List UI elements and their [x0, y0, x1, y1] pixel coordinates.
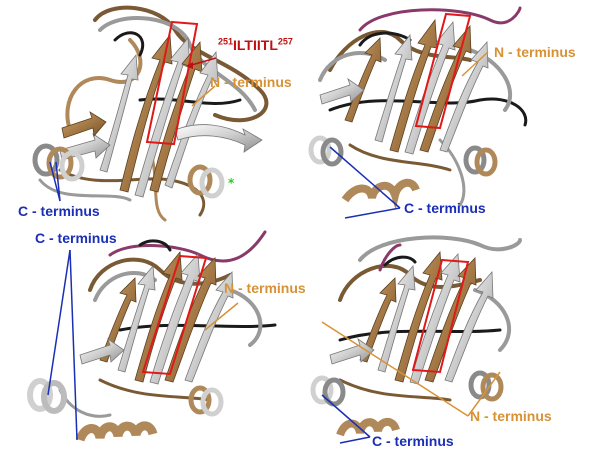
green-asterisk-marker: *: [228, 176, 235, 190]
c-terminus-label-panel-2: C - terminus: [404, 200, 486, 216]
sequence-residues: ILTIITL: [233, 36, 278, 53]
c-terminus-label-panel-4: C - terminus: [372, 433, 454, 449]
sequence-start-number: 251: [218, 36, 234, 46]
sequence-end-number: 257: [277, 36, 293, 46]
n-terminus-label-panel-4: N - terminus: [470, 408, 552, 424]
c-terminus-label-panel-3: C - terminus: [35, 230, 117, 246]
n-terminus-label-panel-3: N - terminus: [224, 280, 306, 296]
panel-bottom-right: [310, 235, 522, 444]
n-terminus-label-panel-2: N - terminus: [494, 44, 576, 60]
c-terminus-label-panel-1: C - terminus: [18, 203, 100, 219]
sequence-label: 251ILTIITL257: [218, 36, 293, 53]
panel-top-right: [308, 6, 528, 219]
panel-top-left: [32, 5, 269, 222]
n-terminus-label-panel-1: N - terminus: [210, 74, 292, 90]
panel-bottom-left: [27, 230, 277, 442]
